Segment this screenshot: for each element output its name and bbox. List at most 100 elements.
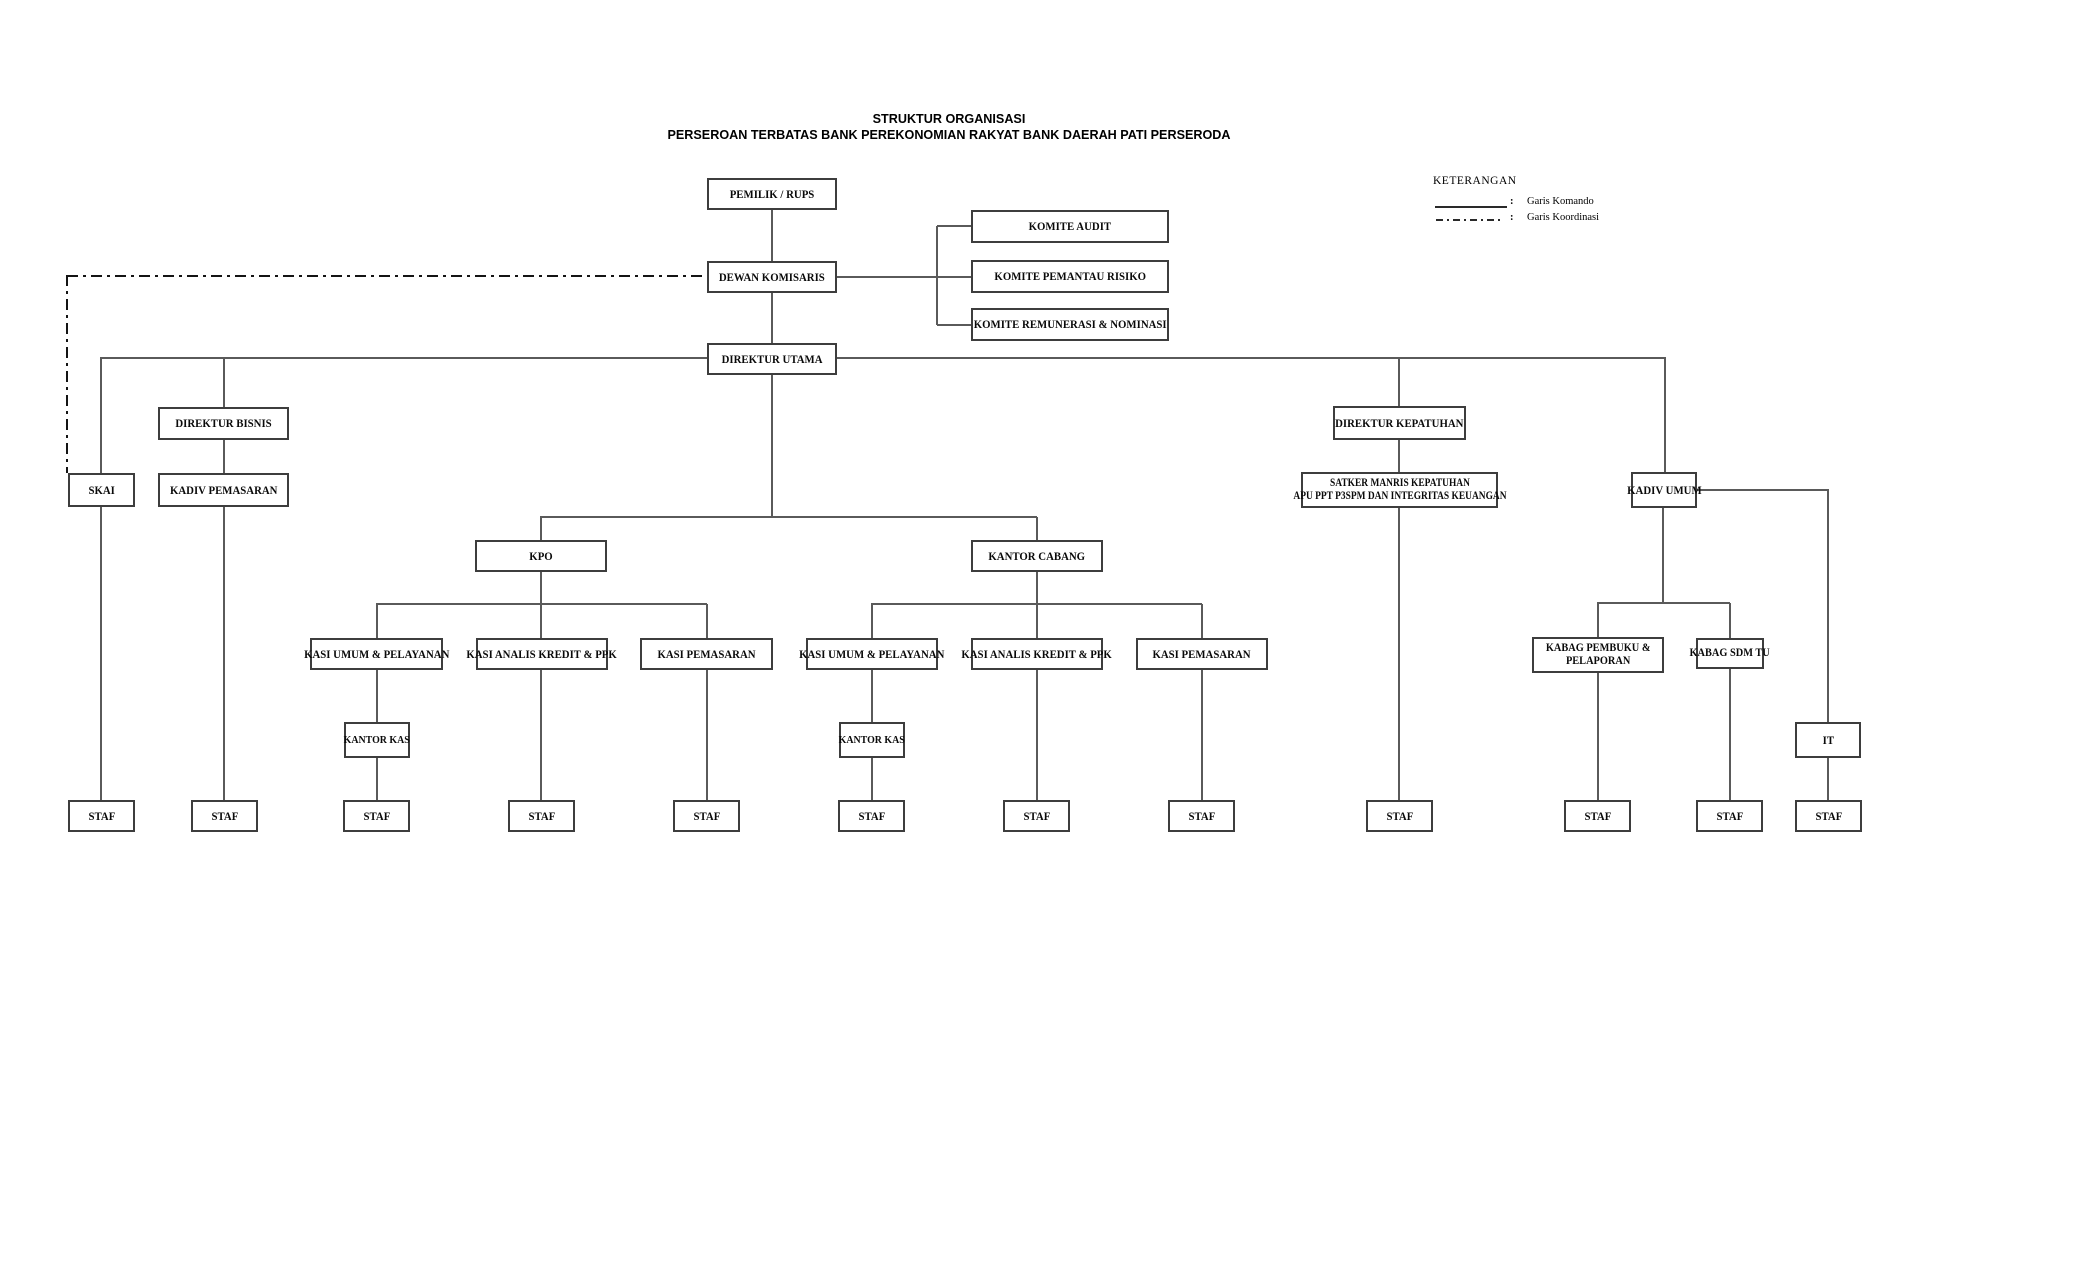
connector-main-kadivumum: [1664, 357, 1666, 472]
node-staf-kabag-sdm-tu: STAF: [1696, 800, 1763, 832]
node-label-line1: KABAG PEMBUKU &: [1545, 642, 1651, 654]
connector-dirbisnis-kadivpemasaran: [223, 439, 225, 474]
connector-dewan-komite: [837, 276, 938, 278]
connector-skai-staf: [100, 506, 102, 800]
connector-main-right: [837, 357, 1666, 359]
node-skai: SKAI: [68, 473, 135, 507]
node-kasi-pemasaran-cabang: KASI PEMASARAN: [1136, 638, 1268, 670]
node-staf-kadiv-pemasaran: STAF: [191, 800, 258, 832]
node-label: KASI UMUM & PELAYANAN: [303, 646, 450, 661]
connector-kabagsdmtu-staf: [1729, 669, 1731, 800]
connector-kabag-bar: [1597, 602, 1730, 604]
node-label: STAF: [528, 808, 555, 823]
koordinasi-line-vertical: [66, 275, 69, 473]
node-kasi-analis-kredit-ppk-cabang: KASI ANALIS KREDIT & PPK: [962, 638, 1112, 670]
node-label: KPO: [529, 548, 553, 563]
connector-satker-staf: [1398, 508, 1400, 800]
node-label: STAF: [363, 808, 390, 823]
connector-bar-kasiumum-kpo: [376, 604, 378, 638]
connector-dirkepatuhan-satker: [1398, 440, 1400, 472]
node-label: STAF: [211, 808, 238, 823]
connector-kantorkas1-staf: [376, 758, 378, 800]
connector-kasipemasarankpo-staf: [706, 670, 708, 800]
node-label: KABAG SDM TU: [1689, 647, 1771, 659]
node-label: DEWAN KOMISARIS: [719, 269, 825, 284]
node-label: KASI PEMASARAN: [657, 646, 756, 661]
node-staf-kabag-pembuku: STAF: [1564, 800, 1631, 832]
node-kasi-analis-kredit-ppk-kpo: KASI ANALIS KREDIT & PPK: [467, 638, 617, 670]
node-staf-skai: STAF: [68, 800, 135, 832]
connector-kadivumum-children: [1662, 507, 1664, 603]
node-kasi-umum-pelayanan-kpo: KASI UMUM & PELAYANAN: [304, 638, 449, 670]
node-kasi-umum-pelayanan-cabang: KASI UMUM & PELAYANAN: [799, 638, 945, 670]
connector-komite-remunerasi-stub: [937, 324, 971, 326]
connector-bar-kabagpembuku: [1597, 603, 1599, 637]
node-direktur-kepatuhan: DIREKTUR KEPATUHAN: [1333, 406, 1466, 440]
node-dewan-komisaris: DEWAN KOMISARIS: [707, 261, 837, 293]
page-title: STRUKTUR ORGANISASI PERSEROAN TERBATAS B…: [464, 111, 1434, 143]
connector-main-dirkepatuhan: [1398, 357, 1400, 406]
node-label: STAF: [858, 808, 885, 823]
legend-separator: :: [1510, 196, 1514, 207]
node-pemilik-rups: PEMILIK / RUPS: [707, 178, 837, 210]
node-label: STAF: [1386, 808, 1413, 823]
connector-kabagpembuku-staf: [1597, 669, 1599, 800]
connector-bar-kabagsdmtu: [1729, 603, 1731, 638]
node-staf-kasi-pemasaran-cabang: STAF: [1168, 800, 1235, 832]
connector-bar-kasiumum-cabang: [871, 604, 873, 638]
node-kabag-pembuku-pelaporan: KABAG PEMBUKU & PELAPORAN: [1532, 637, 1664, 673]
connector-junction-cabang: [1036, 517, 1038, 540]
legend-koordinasi-line-sample: [1436, 219, 1504, 221]
legend-separator: :: [1510, 212, 1514, 223]
connector-kantorkas2-staf: [871, 758, 873, 800]
node-it: IT: [1795, 722, 1861, 758]
connector-dewan-dirutama: [771, 293, 773, 343]
legend-koordinasi-label: Garis Koordinasi: [1527, 212, 1600, 223]
node-label: STAF: [1584, 808, 1611, 823]
node-staf-satker: STAF: [1366, 800, 1433, 832]
node-kantor-cabang: KANTOR CABANG: [971, 540, 1103, 572]
node-label: DIREKTUR UTAMA: [721, 351, 823, 366]
connector-komite-pemantau-stub: [937, 276, 971, 278]
connector-main-dirbisnis: [223, 357, 225, 407]
node-label: STAF: [693, 808, 720, 823]
connector-it-drop: [1827, 489, 1829, 722]
node-label-line1: SATKER MANRIS KEPATUHAN: [1329, 477, 1470, 489]
legend-komando-label: Garis Komando: [1527, 196, 1594, 207]
node-label: KOMITE PEMANTAU RISIKO: [994, 269, 1146, 283]
node-label: KOMITE AUDIT: [1028, 219, 1112, 233]
node-label: KANTOR KAS: [343, 733, 411, 746]
connector-main-skai: [100, 357, 102, 474]
node-label: SKAI: [88, 482, 115, 497]
node-label: STAF: [1815, 808, 1842, 823]
node-label: KADIV UMUM: [1626, 482, 1702, 497]
connector-komite-audit-stub: [937, 225, 971, 227]
node-label: DIREKTUR BISNIS: [175, 416, 272, 430]
title-line2: PERSEROAN TERBATAS BANK PEREKONOMIAN RAK…: [667, 127, 1231, 142]
title-line1: STRUKTUR ORGANISASI: [872, 111, 1026, 126]
node-label: KASI UMUM & PELAYANAN: [799, 646, 945, 661]
node-kpo: KPO: [475, 540, 607, 572]
node-label: PEMILIK / RUPS: [729, 186, 815, 201]
node-staf-kasi-analis-cabang: STAF: [1003, 800, 1070, 832]
node-kantor-kas-kpo: KANTOR KAS: [344, 722, 410, 758]
node-komite-pemantau-risiko: KOMITE PEMANTAU RISIKO: [971, 260, 1169, 293]
connector-komite-spine: [936, 226, 938, 325]
node-label: DIREKTUR KEPATUHAN: [1335, 415, 1464, 430]
node-staf-kasi-analis-kpo: STAF: [508, 800, 575, 832]
node-label: KADIV PEMASARAN: [169, 482, 278, 497]
connector-kasiumumkpo-kantorkas: [376, 670, 378, 722]
node-komite-audit: KOMITE AUDIT: [971, 210, 1169, 243]
connector-dirutama-junction: [771, 375, 773, 517]
node-label: KOMITE REMUNERASI & NOMINASI: [973, 317, 1167, 331]
connector-kadivumum-it: [1697, 489, 1829, 491]
node-label: KANTOR CABANG: [988, 548, 1086, 563]
node-label: STAF: [1716, 808, 1743, 823]
legend-heading: KETERANGAN: [1433, 175, 1517, 187]
connector-bar-kasianalis-kpo: [540, 604, 542, 638]
node-label: STAF: [1188, 808, 1215, 823]
connector-main-left: [101, 357, 707, 359]
node-label: KASI ANALIS KREDIT & PPK: [961, 646, 1113, 661]
connector-bar-kasipemasaran-cabang: [1201, 604, 1203, 638]
